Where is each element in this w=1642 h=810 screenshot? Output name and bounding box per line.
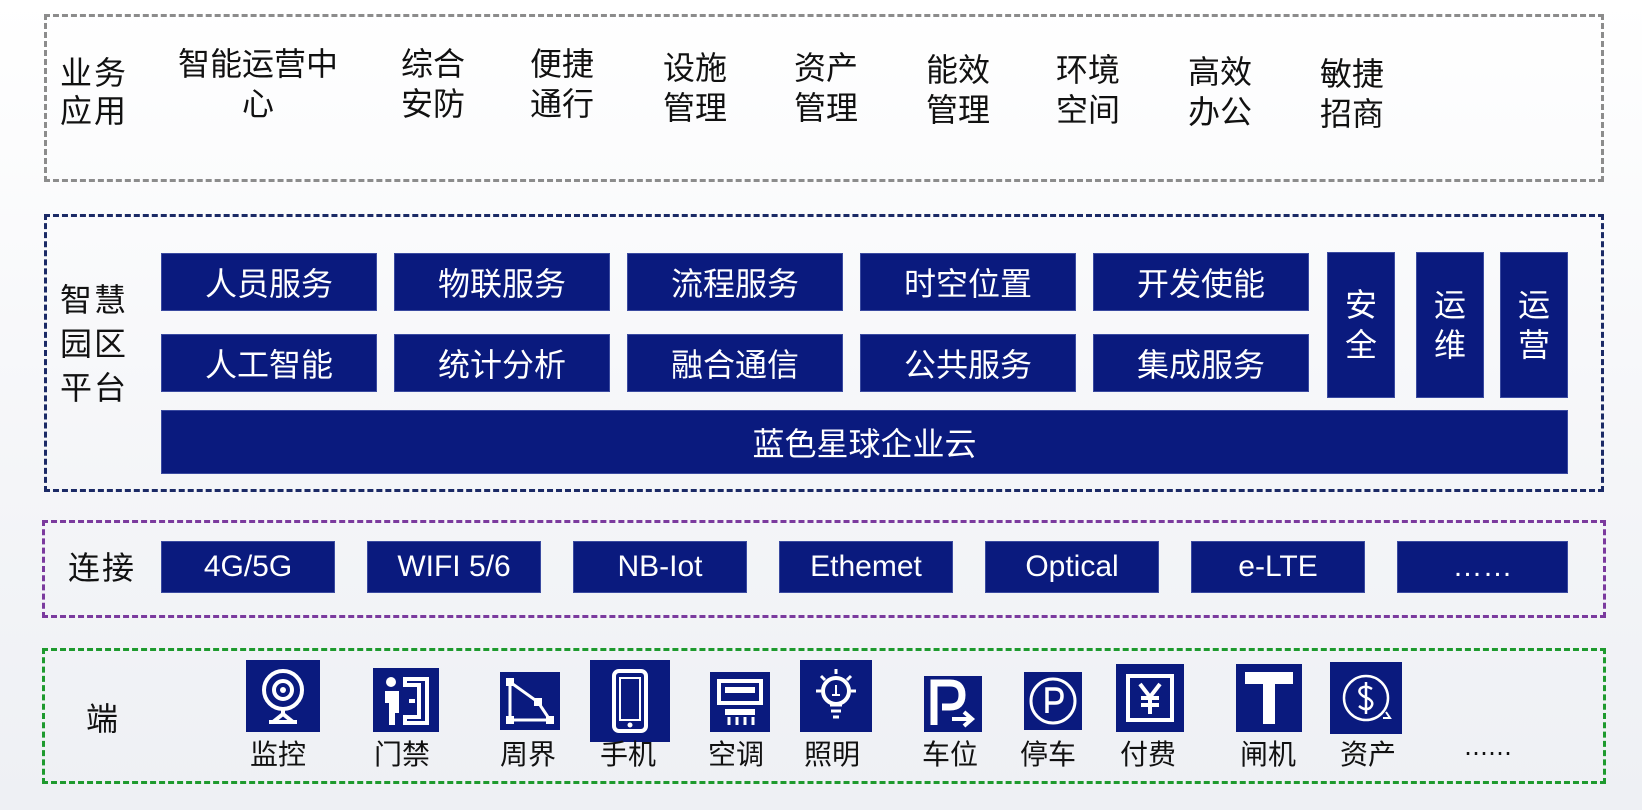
app-item: 便捷 通行 [529, 45, 594, 123]
connect-item: Optical [985, 541, 1159, 593]
service-box: 开发使能 [1093, 253, 1309, 311]
connect-item: e-LTE [1191, 541, 1365, 593]
air-conditioner-icon [710, 672, 770, 732]
connect-item: …… [1397, 541, 1568, 593]
terminal-label: 空调 [708, 738, 765, 771]
lightbulb-icon [800, 660, 872, 732]
connect-item: 4G/5G [161, 541, 335, 593]
terminal-label: 闸机 [1240, 738, 1297, 771]
security-box: 安 全 [1327, 252, 1395, 398]
asset-icon [1330, 662, 1402, 734]
service-box: 时空位置 [860, 253, 1076, 311]
app-item: 环境 空间 [1055, 51, 1120, 129]
connect-layer-label: 连接 [68, 549, 137, 587]
connect-item: NB-Iot [573, 541, 747, 593]
business-apps-layer [44, 14, 1604, 182]
service-box: 流程服务 [627, 253, 843, 311]
door-access-icon [373, 668, 439, 732]
app-item: 敏捷 招商 [1319, 55, 1384, 133]
service-box: 物联服务 [394, 253, 610, 311]
parking-space-icon [924, 676, 982, 732]
app-item: 智能运营中 心 [177, 45, 338, 123]
perimeter-icon [500, 672, 560, 730]
terminal-label: 资产 [1340, 738, 1397, 771]
app-item: 能效 管理 [925, 51, 990, 129]
service-box: 人工智能 [161, 334, 377, 392]
camera-icon [246, 660, 320, 732]
connectivity-layer [42, 520, 1606, 618]
app-item: 资产 管理 [793, 49, 858, 127]
parking-icon [1024, 672, 1082, 730]
terminal-label: 周界 [500, 738, 557, 771]
service-box: 融合通信 [627, 334, 843, 392]
app-item: 综合 安防 [400, 45, 465, 123]
service-box: 集成服务 [1093, 334, 1309, 392]
apps-layer-label: 业务 应用 [60, 54, 129, 130]
app-item: 高效 办公 [1187, 53, 1252, 131]
operations-maintenance-box: 运 维 [1416, 252, 1484, 398]
payment-icon [1116, 664, 1184, 732]
terminal-layer-label: 端 [86, 700, 121, 738]
app-item: 设施 管理 [662, 49, 727, 127]
terminal-layer [42, 648, 1606, 784]
terminal-more-label: …… [1464, 733, 1512, 761]
terminal-label: 付费 [1120, 738, 1177, 771]
terminal-label: 监控 [250, 738, 307, 771]
platform-layer [44, 214, 1604, 492]
operations-box: 运 营 [1500, 252, 1568, 398]
service-box: 人员服务 [161, 253, 377, 311]
service-box: 公共服务 [860, 334, 1076, 392]
enterprise-cloud-bar: 蓝色星球企业云 [161, 410, 1568, 474]
connect-item: Ethemet [779, 541, 953, 593]
phone-icon [590, 660, 670, 742]
terminal-label: 停车 [1020, 738, 1077, 771]
terminal-label: 门禁 [374, 738, 431, 771]
terminal-label: 照明 [804, 738, 861, 771]
terminal-label: 车位 [922, 738, 979, 771]
service-box: 统计分析 [394, 334, 610, 392]
platform-layer-label: 智慧 园区 平台 [60, 281, 129, 407]
barrier-gate-icon [1236, 664, 1302, 732]
connect-item: WIFI 5/6 [367, 541, 541, 593]
terminal-label: 手机 [600, 738, 657, 771]
